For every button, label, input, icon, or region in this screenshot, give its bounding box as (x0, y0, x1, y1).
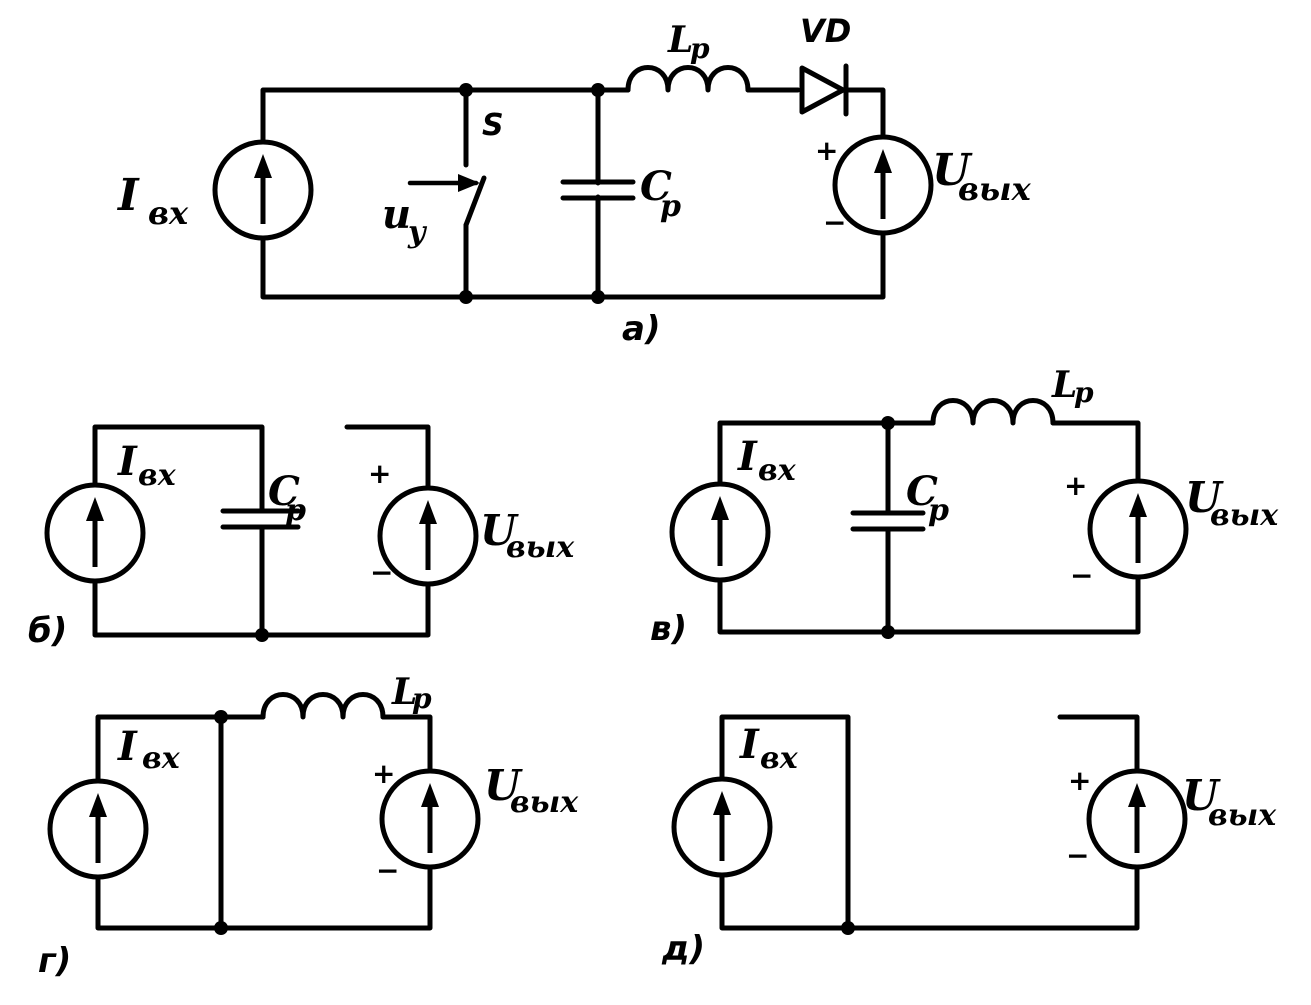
wire (260, 87, 886, 300)
label-switch: S (482, 108, 504, 143)
node (881, 416, 895, 430)
label-control-sub: y (407, 215, 428, 250)
circuit-g: I вх L p + − U вых г) (38, 671, 579, 981)
wire (845, 714, 1140, 931)
switch-blade (463, 175, 487, 228)
label-plus: + (1068, 764, 1091, 797)
label-control: u (382, 191, 411, 238)
label-ind: L (667, 19, 693, 61)
label-plus: + (1064, 469, 1087, 502)
label-u-sub: вых (510, 785, 579, 820)
inductor (930, 398, 1056, 426)
label-cap: C (268, 468, 300, 515)
label-u: U (1182, 771, 1221, 820)
arrow-head (458, 174, 480, 192)
label-u: U (1185, 473, 1224, 522)
node (255, 628, 269, 642)
label-minus: − (823, 206, 846, 239)
label-i-sub: вх (138, 458, 177, 493)
wire (463, 87, 601, 300)
label-u-sub: вых (506, 530, 575, 565)
label-i-sub: вх (148, 194, 189, 232)
label-i-sub: вх (758, 453, 797, 488)
label-i: I (116, 170, 140, 221)
current-source (674, 779, 770, 875)
voltage-source (380, 488, 476, 584)
label-plus: + (372, 757, 395, 790)
node (214, 710, 228, 724)
diode (799, 65, 846, 115)
node (841, 921, 855, 935)
label-u: U (932, 145, 973, 196)
capacitor (560, 179, 636, 201)
node (591, 290, 605, 304)
label-cap: C (640, 163, 672, 210)
voltage-source (1089, 771, 1185, 867)
caption-b: б) (28, 611, 67, 651)
wire (259, 424, 431, 638)
label-ind-sub: p (1074, 376, 1094, 409)
label-u-sub: вых (1208, 798, 1277, 833)
caption-a: a) (622, 309, 660, 349)
node (459, 83, 473, 97)
label-i: I (739, 721, 760, 768)
current-source (672, 484, 768, 580)
label-ind: L (1051, 364, 1077, 406)
label-cap: C (906, 468, 938, 515)
caption-d: д) (661, 929, 705, 969)
label-ind: L (391, 671, 417, 713)
node (881, 625, 895, 639)
node (214, 921, 228, 935)
circuit-b: I вх C p + − U вых б) (28, 424, 575, 651)
label-i: I (117, 723, 138, 770)
label-minus: − (1070, 559, 1093, 592)
capacitor (220, 508, 301, 530)
caption-v: в) (650, 609, 687, 649)
label-plus: + (368, 457, 391, 490)
label-plus: + (815, 134, 838, 167)
current-source (47, 485, 143, 581)
label-minus: − (1066, 839, 1089, 872)
label-cap-sub: p (285, 493, 306, 528)
current-source (50, 781, 146, 877)
label-i: I (737, 433, 758, 480)
current-source (215, 142, 311, 238)
label-u-sub: вых (958, 170, 1032, 208)
label-i-sub: вх (760, 741, 799, 776)
voltage-source (382, 771, 478, 867)
voltage-source (835, 137, 931, 233)
label-ind-sub: p (412, 682, 432, 715)
wire (92, 424, 265, 638)
node (459, 290, 473, 304)
circuit-a: I вх S u y C p L p VD + − U вых a) (116, 12, 1032, 349)
wire (717, 420, 1141, 635)
label-u: U (480, 506, 519, 555)
label-i: I (117, 438, 138, 485)
label-minus: − (370, 556, 393, 589)
capacitor (850, 510, 926, 532)
wire (719, 714, 851, 931)
label-cap-sub: p (928, 493, 949, 528)
circuit-v: I вх C p L p + − U вых в) (650, 364, 1279, 649)
label-minus: − (376, 854, 399, 887)
wire (95, 714, 433, 931)
inductor (260, 692, 386, 720)
node (591, 83, 605, 97)
label-ind-sub: p (690, 32, 710, 65)
label-u-sub: вых (1210, 498, 1279, 533)
caption-g: г) (38, 941, 71, 981)
circuit-d: I вх + − U вых д) (661, 714, 1277, 969)
label-diode: VD (800, 12, 851, 50)
label-u: U (484, 761, 523, 810)
label-cap-sub: p (660, 189, 681, 224)
label-i-sub: вх (142, 741, 181, 776)
inductor (625, 65, 751, 93)
voltage-source (1090, 481, 1186, 577)
